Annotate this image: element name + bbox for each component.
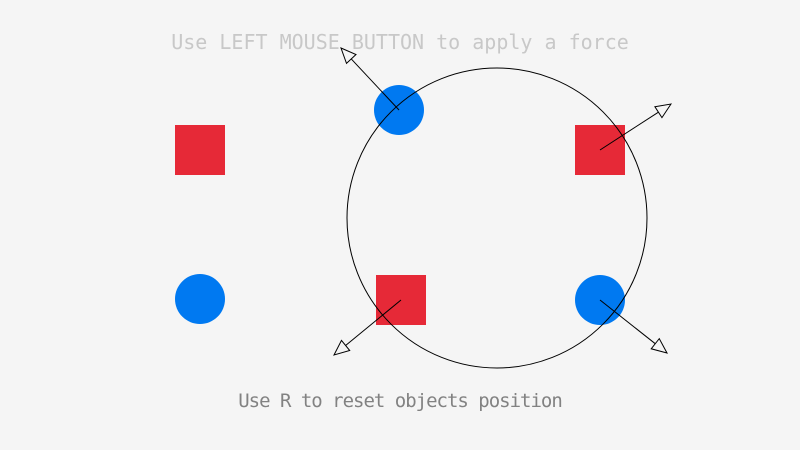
force-arrowhead-icon [650, 337, 668, 354]
force-arrowhead-icon [340, 47, 357, 65]
boundary-circle [346, 67, 648, 369]
force-arrow-shaft [599, 299, 656, 345]
scene-layer [175, 47, 673, 369]
instruction-bottom: Use R to reset objects position [238, 390, 562, 412]
force-arrow-red-square-top-right [599, 103, 673, 151]
force-arrow-blue-circle-top [340, 47, 400, 111]
instruction-top: Use LEFT MOUSE BUTTON to apply a force [171, 30, 629, 54]
force-arrow-shaft [350, 58, 400, 111]
physics-body-blue-circle-left[interactable] [175, 274, 225, 324]
force-arrowhead-icon [654, 103, 673, 119]
force-arrow-red-square-bottom-center [333, 299, 402, 356]
force-arrowhead-icon [333, 339, 351, 356]
force-arrow-shaft [345, 299, 402, 346]
force-arrow-blue-circle-bottom-right [599, 299, 668, 354]
physics-body-red-square-left[interactable] [175, 125, 225, 175]
force-arrow-shaft [599, 111, 659, 151]
